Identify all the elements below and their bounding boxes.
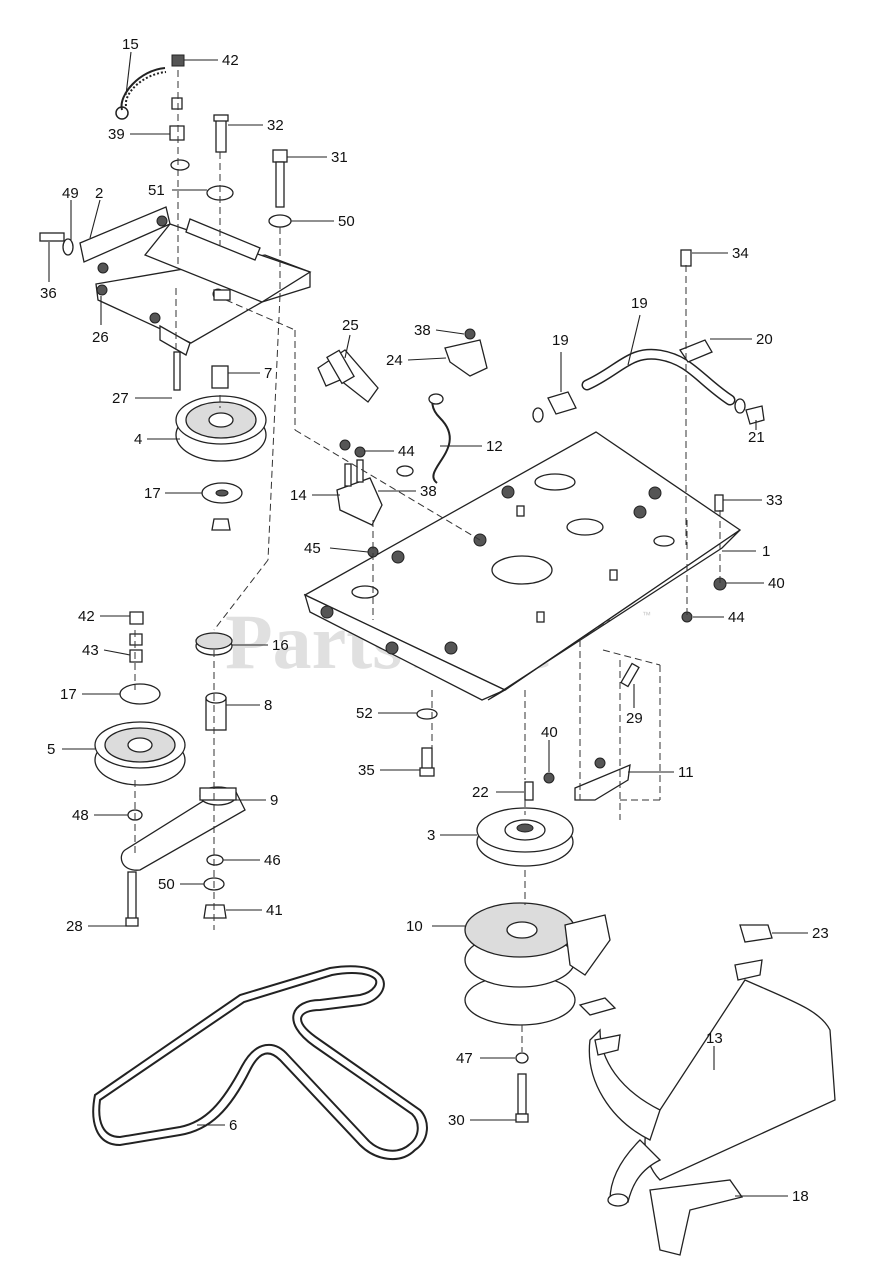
callout-28: 27 bbox=[112, 390, 129, 407]
callout-40-center: 40 bbox=[541, 724, 558, 741]
bushing-stack bbox=[195, 632, 233, 731]
deck-plate bbox=[303, 431, 742, 701]
callout-27: 26 bbox=[92, 329, 109, 346]
callout-45: 45 bbox=[304, 540, 321, 557]
callout-39: 39 bbox=[108, 126, 125, 143]
callout-4: 4 bbox=[134, 431, 142, 448]
callout-24: 23 bbox=[812, 925, 829, 942]
callout-50-lower: 50 bbox=[158, 876, 175, 893]
hardware-top bbox=[39, 54, 292, 391]
callout-1: 1 bbox=[762, 543, 770, 560]
callout-23: 22 bbox=[472, 784, 489, 801]
callout-36: 35 bbox=[358, 762, 375, 779]
callout-16: 16 bbox=[272, 637, 289, 654]
callout-17-lower: 17 bbox=[60, 686, 77, 703]
callout-42-lower: 42 bbox=[78, 608, 95, 625]
callout-32: 31 bbox=[331, 149, 348, 166]
callout-17-upper: 17 bbox=[144, 485, 161, 502]
callout-13: 13 bbox=[706, 1030, 723, 1047]
callout-37: 36 bbox=[40, 285, 57, 302]
callout-52: 52 bbox=[356, 705, 373, 722]
callout-44-right: 44 bbox=[728, 609, 745, 626]
callout-38-lower: 38 bbox=[420, 483, 437, 500]
callout-33: 32 bbox=[267, 117, 284, 134]
callout-21: 20 bbox=[756, 331, 773, 348]
callout-29: 28 bbox=[66, 918, 83, 935]
callout-25: 24 bbox=[386, 352, 403, 369]
callout-15: 15 bbox=[122, 36, 139, 53]
callout-35: 34 bbox=[732, 245, 749, 262]
callout-5: 5 bbox=[47, 741, 55, 758]
idler-pulley-upper bbox=[175, 395, 267, 531]
callouts: 15 42 39 32 31 51 50 49 2 36 26 7 bbox=[40, 36, 829, 1205]
electric-clutch bbox=[464, 902, 611, 1123]
callout-8: 8 bbox=[264, 697, 272, 714]
fittings bbox=[317, 328, 488, 484]
callout-12: 12 bbox=[486, 438, 503, 455]
callout-22: 21 bbox=[748, 429, 765, 446]
assembly-guide-lines bbox=[134, 70, 721, 1052]
callout-48: 48 bbox=[72, 807, 89, 824]
idler-arm bbox=[120, 786, 246, 927]
idler-bracket bbox=[79, 206, 312, 356]
callout-9: 9 bbox=[270, 792, 278, 809]
callout-41: 41 bbox=[266, 902, 283, 919]
callout-30: 29 bbox=[626, 710, 643, 727]
drive-belt bbox=[92, 965, 428, 1161]
callout-19: 19 bbox=[631, 295, 648, 312]
extension-spring bbox=[115, 67, 167, 120]
callout-42-top: 42 bbox=[222, 52, 239, 69]
callout-6: 6 bbox=[229, 1117, 237, 1134]
callout-2: 2 bbox=[95, 185, 103, 202]
callout-18: 18 bbox=[792, 1188, 809, 1205]
drive-pulley bbox=[476, 807, 574, 867]
callout-20: 19 bbox=[552, 332, 569, 349]
solenoid bbox=[336, 439, 383, 558]
callout-31: 30 bbox=[448, 1112, 465, 1129]
callout-46: 46 bbox=[264, 852, 281, 869]
callout-40-right: 40 bbox=[768, 575, 785, 592]
callout-44-upper: 44 bbox=[398, 443, 415, 460]
callout-7: 7 bbox=[264, 365, 272, 382]
callout-43: 43 bbox=[82, 642, 99, 659]
callout-3: 3 bbox=[427, 827, 435, 844]
idler-pulley-lower bbox=[94, 611, 186, 821]
callout-34: 33 bbox=[766, 492, 783, 509]
callout-49: 49 bbox=[62, 185, 79, 202]
callout-50-top: 50 bbox=[338, 213, 355, 230]
callout-47: 47 bbox=[456, 1050, 473, 1067]
muffler-assembly bbox=[578, 924, 836, 1256]
callout-51: 51 bbox=[148, 182, 165, 199]
fuel-line bbox=[532, 249, 765, 623]
callout-14: 14 bbox=[290, 487, 307, 504]
callout-26: 25 bbox=[342, 317, 359, 334]
callout-38-upper: 38 bbox=[414, 322, 431, 339]
callout-11: 11 bbox=[678, 764, 694, 781]
callout-10: 10 bbox=[406, 918, 423, 935]
watermark-trademark: ™ bbox=[642, 610, 651, 620]
